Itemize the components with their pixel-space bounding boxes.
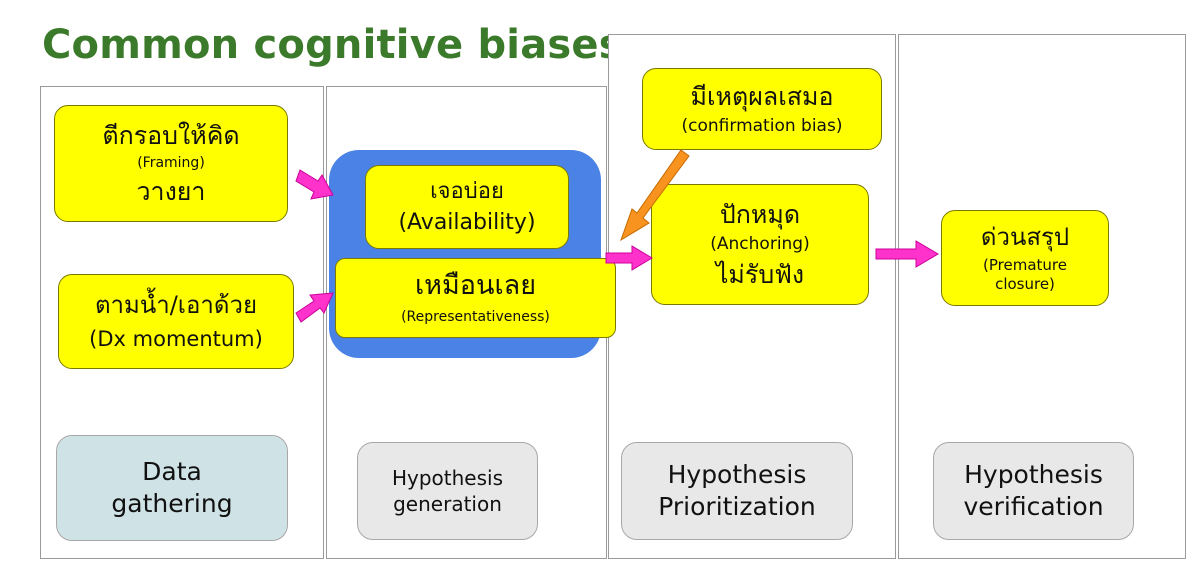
bias-confirmation-thai: มีเหตุผลเสมอ xyxy=(690,81,834,111)
bias-representativeness-english: (Representativeness) xyxy=(401,309,550,326)
bias-premature-english-1: (Premature xyxy=(983,256,1067,275)
bias-representativeness-thai: เหมือนเลย xyxy=(414,270,537,302)
bias-representativeness: เหมือนเลย (Representativeness) xyxy=(335,258,616,338)
bias-premature-closure: ด่วนสรุป (Premature closure) xyxy=(941,210,1109,306)
bias-dx-momentum: ตามน้ำ/เอาด้วย (Dx momentum) xyxy=(58,274,294,369)
arrow-framing-to-generation xyxy=(295,169,334,200)
stage-hypothesis-generation: Hypothesis generation xyxy=(357,442,538,540)
stage-hypothesis-generation-line2: generation xyxy=(393,492,502,516)
arrow-momentum-to-generation xyxy=(295,292,334,323)
stage-hypothesis-verification-line1: Hypothesis xyxy=(964,459,1103,489)
bias-availability-thai: เจอบ่อย xyxy=(430,178,504,204)
bias-premature-thai: ด่วนสรุป xyxy=(980,223,1070,252)
bias-framing: ตีกรอบให้คิด (Framing) วางยา xyxy=(54,105,288,222)
stage-hypothesis-prioritization-line2: Prioritization xyxy=(658,492,816,521)
bias-anchoring-english: (Anchoring) xyxy=(710,233,810,254)
bias-anchoring: ปักหมุด (Anchoring) ไม่รับฟัง xyxy=(651,184,869,305)
stage-data-gathering: Data gathering xyxy=(56,435,288,541)
bias-anchoring-thai-sub: ไม่รับฟัง xyxy=(715,260,805,290)
arrow-generation-to-anchoring xyxy=(605,245,653,271)
bias-confirmation-english: (confirmation bias) xyxy=(681,116,843,136)
bias-confirmation: มีเหตุผลเสมอ (confirmation bias) xyxy=(642,68,882,150)
stage-hypothesis-verification: Hypothesis verification xyxy=(933,442,1134,540)
bias-availability-english: (Availability) xyxy=(398,210,536,235)
bias-anchoring-thai: ปักหมุด xyxy=(719,199,801,229)
bias-momentum-english: (Dx momentum) xyxy=(89,327,263,352)
bias-availability: เจอบ่อย (Availability) xyxy=(365,165,569,249)
bias-framing-english: (Framing) xyxy=(137,154,205,171)
stage-hypothesis-prioritization: Hypothesis Prioritization xyxy=(621,442,853,540)
arrow-anchoring-to-premature xyxy=(875,240,939,268)
stage-data-gathering-line1: Data xyxy=(142,456,202,486)
bias-momentum-thai: ตามน้ำ/เอาด้วย xyxy=(94,291,258,320)
diagram-title: Common cognitive biases xyxy=(42,22,623,68)
bias-premature-english-2: closure) xyxy=(995,275,1055,293)
arrow-confirmation-to-anchoring xyxy=(620,149,690,242)
stage-hypothesis-verification-line2: verification xyxy=(963,492,1104,521)
stage-hypothesis-prioritization-line1: Hypothesis xyxy=(667,459,807,489)
bias-framing-thai-sub: วางยา xyxy=(136,177,206,207)
stage-hypothesis-generation-line1: Hypothesis xyxy=(391,466,504,490)
bias-framing-thai: ตีกรอบให้คิด xyxy=(102,120,240,150)
stage-data-gathering-line2: gathering xyxy=(111,489,233,518)
